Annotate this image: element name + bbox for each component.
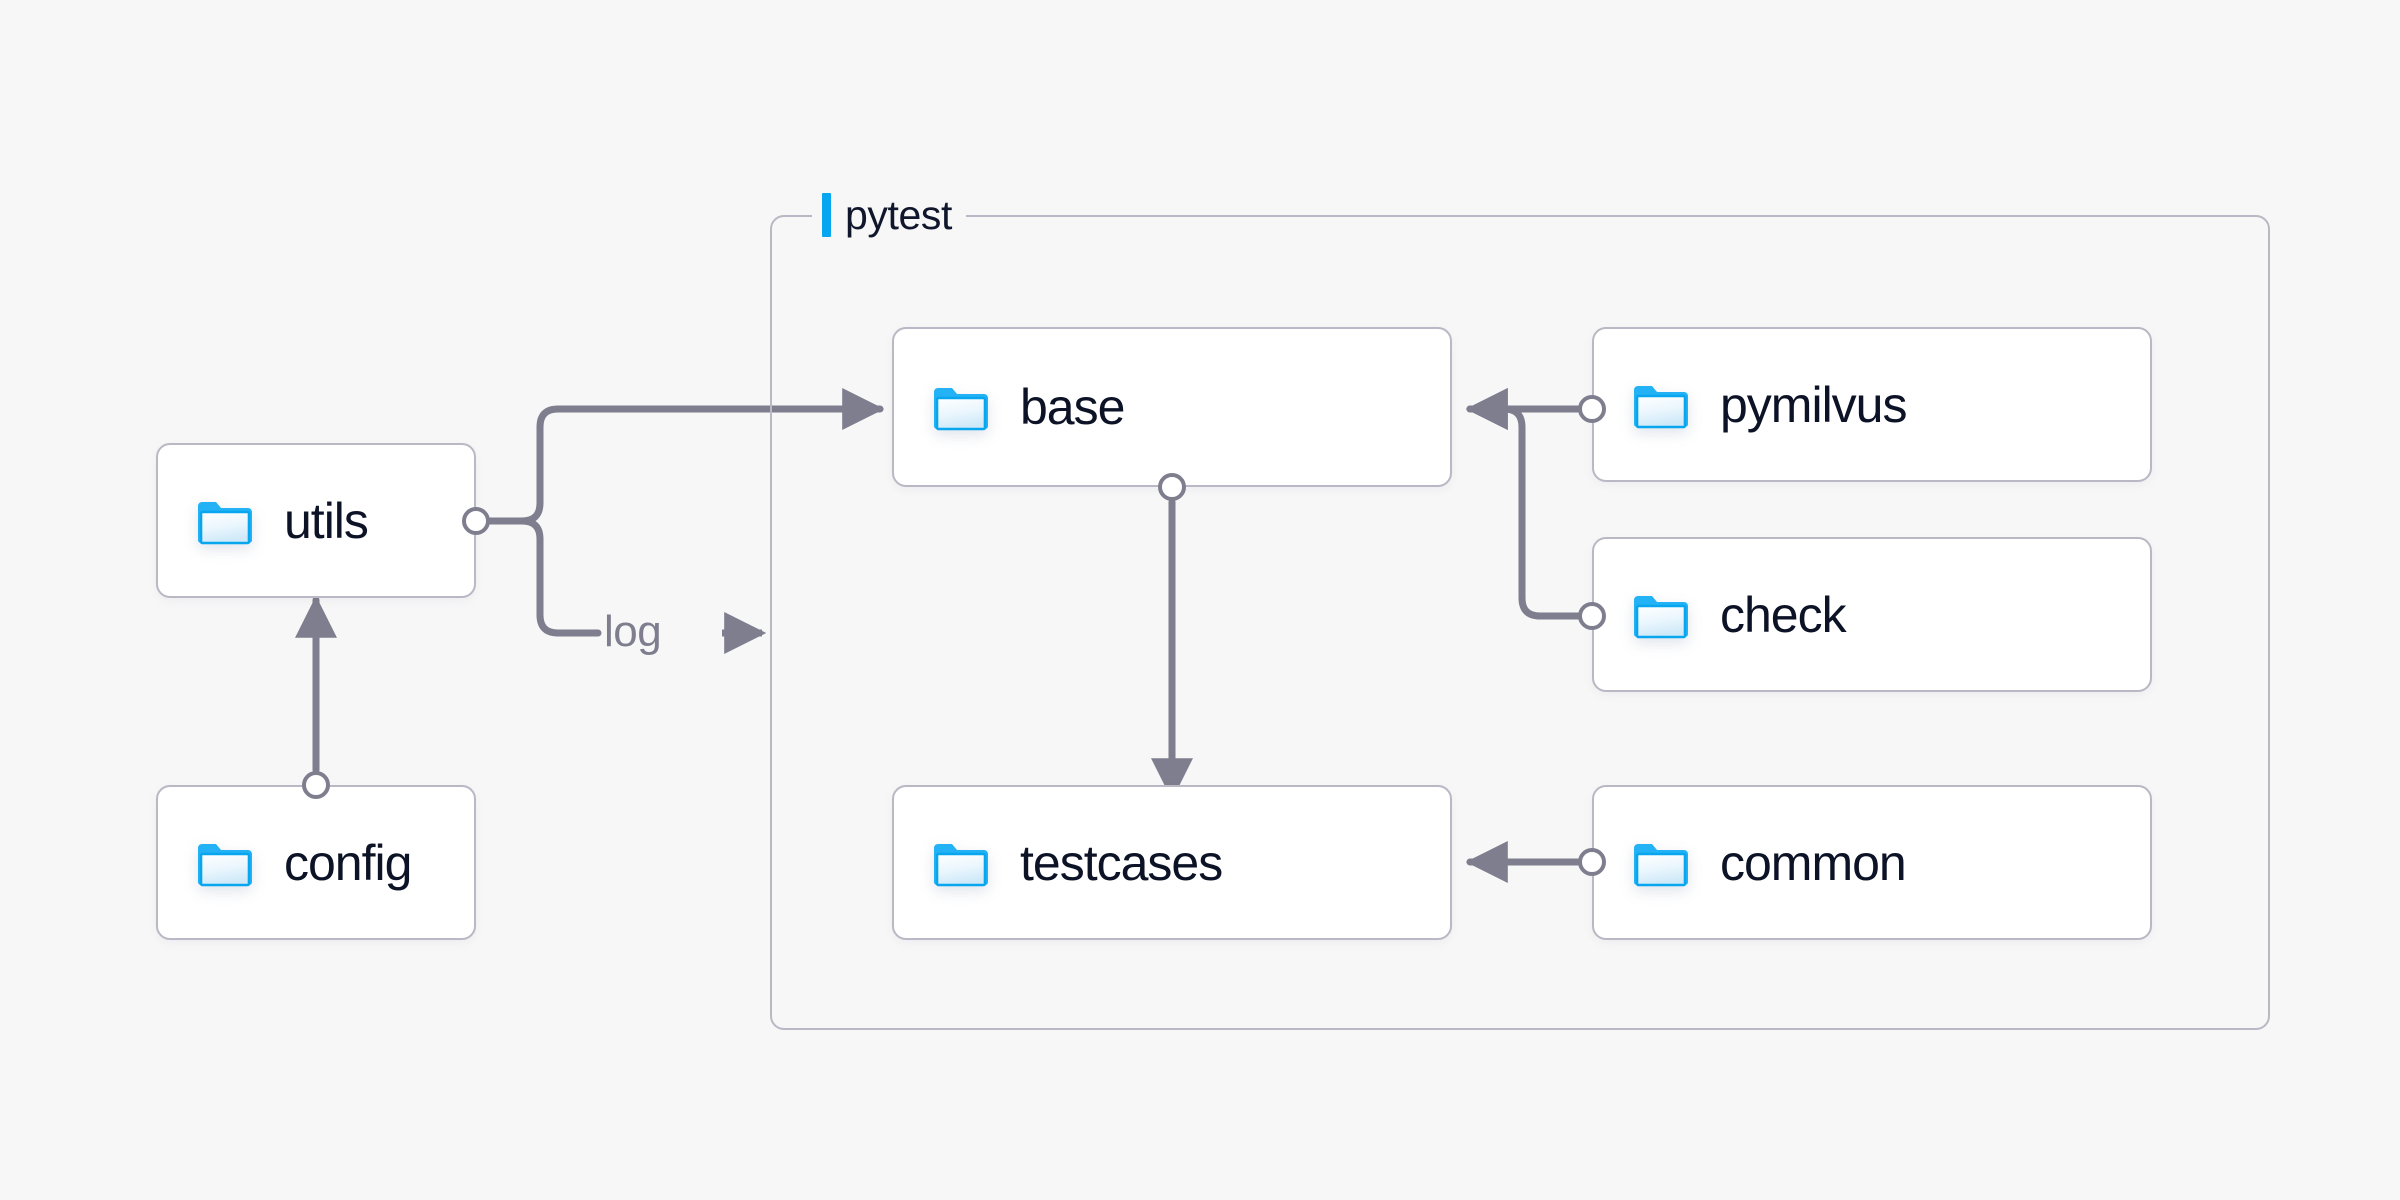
folder-icon	[1632, 381, 1690, 429]
node-utils-label: utils	[284, 492, 369, 549]
handle-check-left[interactable]	[1578, 602, 1606, 630]
node-utils[interactable]: utils	[156, 443, 476, 598]
node-pymilvus-label: pymilvus	[1720, 376, 1907, 433]
edge-label-log: log	[604, 607, 662, 656]
node-check-label: check	[1720, 586, 1847, 643]
group-accent-bar	[822, 193, 831, 237]
node-common-label: common	[1720, 834, 1907, 891]
folder-icon	[196, 839, 254, 887]
handle-common-left[interactable]	[1578, 848, 1606, 876]
node-config[interactable]: config	[156, 785, 476, 940]
handle-base-bottom[interactable]	[1158, 473, 1186, 501]
node-base-label: base	[1020, 379, 1125, 435]
folder-icon	[1632, 839, 1690, 887]
node-base[interactable]: base	[892, 327, 1452, 487]
handle-config-top[interactable]	[302, 771, 330, 799]
node-testcases-label: testcases	[1020, 834, 1223, 891]
folder-icon	[932, 383, 990, 431]
node-testcases[interactable]: testcases	[892, 785, 1452, 940]
node-pymilvus[interactable]: pymilvus	[1592, 327, 2152, 482]
group-label-text: pytest	[845, 191, 952, 238]
node-check[interactable]: check	[1592, 537, 2152, 692]
node-common[interactable]: common	[1592, 785, 2152, 940]
handle-utils-right[interactable]	[462, 507, 490, 535]
folder-icon	[932, 839, 990, 887]
folder-icon	[196, 497, 254, 545]
edge-utils-log	[480, 517, 602, 637]
folder-icon	[1632, 591, 1690, 639]
pytest-group[interactable]	[770, 215, 2270, 1030]
pytest-group-label: pytest	[812, 188, 966, 242]
handle-pymilvus-left[interactable]	[1578, 395, 1606, 423]
node-config-label: config	[284, 834, 412, 891]
